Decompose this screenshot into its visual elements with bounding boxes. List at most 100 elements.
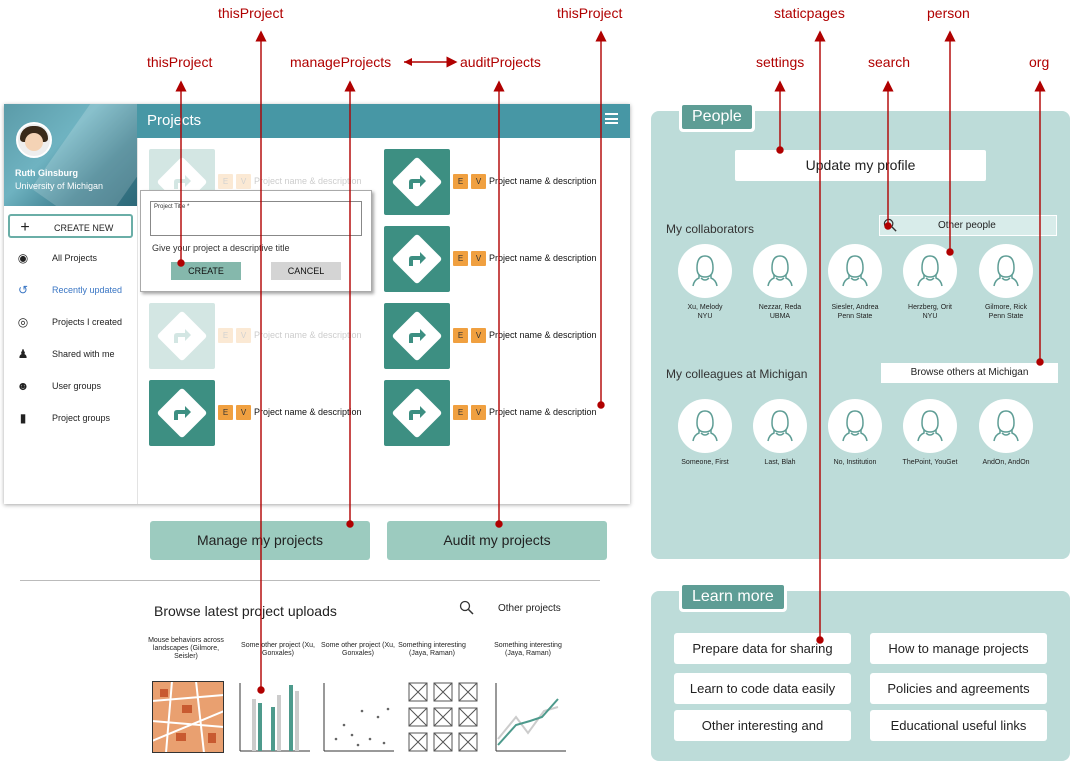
sidebar-item-recently-updated[interactable]: ↺ Recently updated [8,278,133,302]
person-card[interactable]: Last, Blah [750,399,810,467]
annotation-label: manageProjects [290,54,392,70]
edit-badge[interactable]: E [453,405,468,420]
create-new-button[interactable]: + CREATE NEW [8,214,133,238]
image-grid-thumbnail[interactable] [407,681,479,753]
create-button[interactable]: CREATE [171,262,241,280]
page-title: Projects [147,112,202,129]
person-avatar[interactable] [678,244,732,298]
learn-link[interactable]: Educational useful links [870,710,1047,741]
nav-label: User groups [52,381,102,391]
person-name: Nezzar, Reda [758,304,802,311]
sidebar-item-projects-i-created[interactable]: ◎ Projects I created [8,310,133,334]
fingerprint-icon: ◎ [17,315,29,329]
annotation-label: auditProjects [460,54,541,70]
sidebar-item-shared-with-me[interactable]: ♟ Shared with me [8,342,133,366]
project-card[interactable]: E V Project name & description [384,149,614,215]
person-avatar[interactable] [903,399,957,453]
view-badge[interactable]: V [236,405,251,420]
view-badge[interactable]: V [471,174,486,189]
nav-label: Shared with me [52,349,115,359]
person-avatar[interactable] [828,244,882,298]
edit-badge[interactable]: E [218,405,233,420]
menu-icon[interactable] [605,113,618,124]
user-avatar[interactable] [16,122,52,158]
project-card[interactable]: E V Project name & description [149,380,379,446]
people-icon: ♟ [17,347,29,361]
project-text: Project name & description [489,176,597,186]
line-chart-thumbnail[interactable] [494,681,566,753]
scatter-thumbnail[interactable] [322,681,394,753]
person-avatar[interactable] [979,244,1033,298]
project-thumbnail [384,149,450,215]
view-badge[interactable]: V [471,251,486,266]
learn-link[interactable]: Other interesting and [674,710,851,741]
edit-badge[interactable]: E [453,251,468,266]
person-icon [842,410,868,442]
collaborators-title: My collaborators [666,222,755,236]
project-thumbnail [384,303,450,369]
person-card[interactable]: Someone, First [675,399,735,467]
person-name: Herzberg, Orit [908,304,952,311]
edit-badge[interactable]: E [218,328,233,343]
annotation-label: thisProject [147,54,213,70]
person-name: Last, Blah [764,459,796,466]
colleagues-title: My colleagues at Michigan [666,367,808,381]
sidebar-item-all-projects[interactable]: ◉ All Projects [8,246,133,270]
manage-projects-button[interactable]: Manage my projects [150,521,370,560]
project-text: Project name & description [254,407,362,417]
person-card[interactable]: AndOn, AndOn [976,399,1036,467]
person-name: ThePoint, YouGet [902,459,958,466]
project-card[interactable]: E V Project name & description [149,303,379,369]
person-card[interactable]: ThePoint, YouGet [900,399,960,467]
annotation-label: thisProject [557,5,623,21]
person-name: Gilmore, Rick [984,304,1027,311]
person-card[interactable]: No, Institution [825,399,885,467]
browse-uploads-title: Browse latest project uploads [154,603,337,619]
project-card[interactable]: E V Project name & description [384,303,614,369]
learn-link[interactable]: Learn to code data easily [674,673,851,704]
map-thumbnail[interactable] [152,681,224,753]
learn-link[interactable]: How to manage projects [870,633,1047,664]
sidebar-item-project-groups[interactable]: ▮ Project groups [8,406,133,430]
project-title-field[interactable]: Project Title * [150,201,362,236]
bar-chart-thumbnail[interactable] [238,681,310,753]
edit-badge[interactable]: E [218,174,233,189]
edit-badge[interactable]: E [453,328,468,343]
person-org: Penn State [988,313,1024,320]
people-tab-label: People [682,105,752,129]
person-name: AndOn, AndOn [982,459,1030,466]
search-icon[interactable] [459,600,475,616]
upload-caption: Something interesting (Jaya, Raman) [494,642,562,657]
app-header: Projects [137,104,630,138]
audit-projects-button[interactable]: Audit my projects [387,521,607,560]
project-card[interactable]: E V Project name & description [384,380,614,446]
upload-caption: Something interesting (Jaya, Raman) [398,642,466,657]
other-people-search[interactable]: Other people [879,215,1057,236]
view-badge[interactable]: V [236,328,251,343]
nav-label: Project groups [52,413,111,423]
annotation-label: staticpages [774,5,845,21]
view-badge[interactable]: V [471,405,486,420]
project-card[interactable]: E V Project name & description [384,226,614,292]
person-avatar[interactable] [678,399,732,453]
person-avatar[interactable] [979,399,1033,453]
person-avatar[interactable] [828,399,882,453]
edit-badge[interactable]: E [453,174,468,189]
cancel-button[interactable]: CANCEL [271,262,341,280]
person-name: Xu, Melody [687,304,723,311]
person-avatar[interactable] [753,399,807,453]
view-badge[interactable]: V [236,174,251,189]
user-name: Ruth Ginsburg [15,168,78,178]
sidebar-item-user-groups[interactable]: ☻ User groups [8,374,133,398]
person-avatar[interactable] [753,244,807,298]
other-projects-link[interactable]: Other projects [498,603,561,614]
learn-link[interactable]: Policies and agreements [870,673,1047,704]
browse-others-button[interactable]: Browse others at Michigan [881,363,1058,383]
view-badge[interactable]: V [471,328,486,343]
person-icon [842,255,868,287]
